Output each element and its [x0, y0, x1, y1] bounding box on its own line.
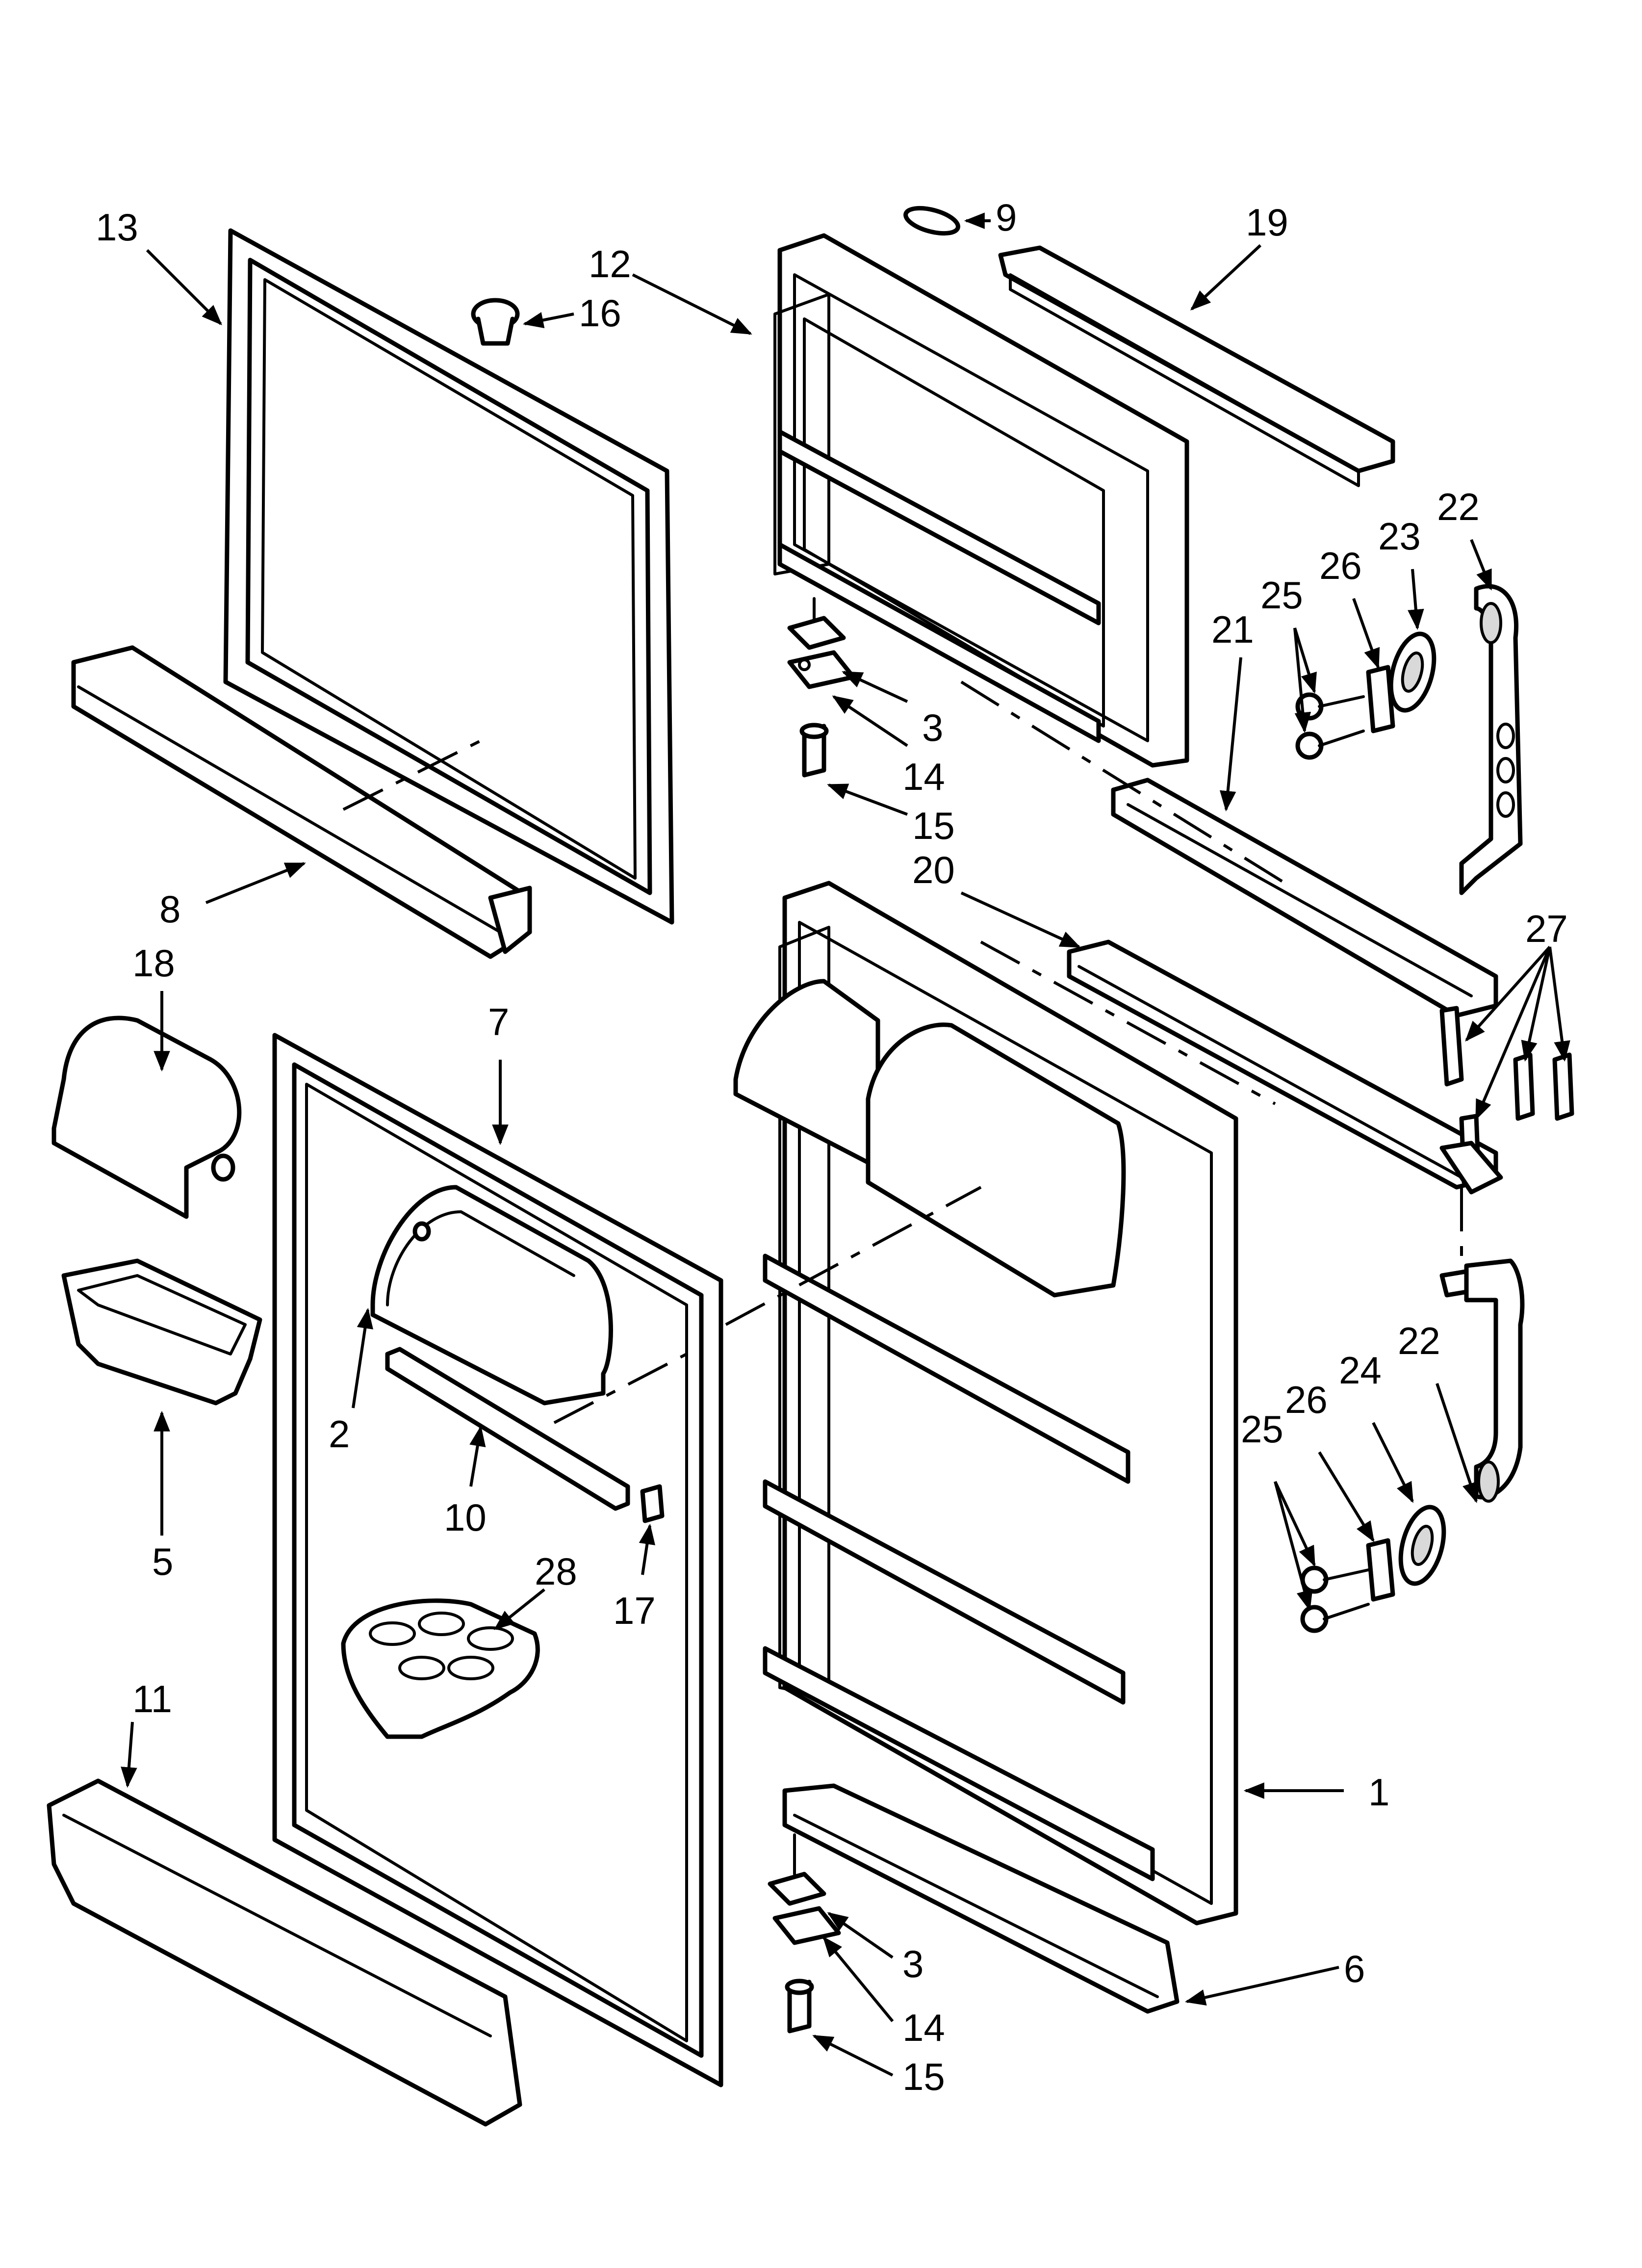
callout-2: 2 [329, 1412, 350, 1456]
part-15-lower-hinge-screw [785, 1979, 814, 2033]
callout-25-upper: 25 [1260, 574, 1303, 617]
part-28-egg-tray [341, 1598, 540, 1739]
part-6-bottom-door-trim [782, 1783, 1180, 2014]
callout-27: 27 [1525, 907, 1568, 950]
callout-7: 7 [488, 1000, 509, 1043]
part-11-door-bin [47, 1778, 522, 2127]
part-22-lower-handle [1464, 1258, 1525, 1503]
callout-9: 9 [996, 196, 1017, 239]
part-26-lower-clip [1366, 1538, 1395, 1602]
callout-25-lower: 25 [1241, 1408, 1283, 1451]
part-9-oval-plug [903, 206, 960, 236]
part-17-clip [640, 1484, 665, 1523]
part-10-trim-strip [385, 1347, 630, 1511]
callout-3-upper: 3 [922, 706, 943, 749]
part-22-upper-handle [1459, 584, 1523, 895]
callout-12: 12 [589, 242, 631, 286]
part-25-lower-screws [1300, 1565, 1370, 1633]
callout-3-lower: 3 [902, 1942, 924, 1985]
part-23-handle-cap [1388, 631, 1437, 713]
assembly-alignment-lines [342, 680, 1463, 1424]
callout-23: 23 [1378, 515, 1421, 558]
callout-labels: 13 16 12 9 19 22 23 26 25 21 3 14 15 20 … [96, 196, 1568, 2098]
part-25-upper-screws [1295, 692, 1365, 760]
part-15-upper-hinge-screw [799, 723, 829, 778]
callout-14-upper: 14 [902, 755, 945, 798]
callout-1: 1 [1368, 1771, 1389, 1814]
callout-16: 16 [579, 291, 621, 335]
part-3-lower-hinge-plate [768, 1833, 841, 1945]
part-24-handle-cap [1398, 1505, 1446, 1586]
callout-5: 5 [152, 1540, 173, 1583]
callout-28: 28 [535, 1550, 577, 1593]
callout-20: 20 [912, 848, 955, 891]
part-18-dairy-door [51, 1016, 242, 1219]
callout-13: 13 [96, 206, 138, 249]
callout-21: 21 [1211, 608, 1254, 651]
callout-11: 11 [132, 1677, 172, 1721]
part-13-freezer-gasket [223, 228, 674, 925]
callout-22-upper: 22 [1437, 485, 1480, 528]
callout-26-upper: 26 [1319, 544, 1362, 587]
part-3-upper-hinge-plate [787, 597, 856, 689]
callout-22-lower: 22 [1398, 1319, 1440, 1362]
callout-19: 19 [1246, 201, 1288, 244]
part-16-plug-button [471, 298, 520, 346]
part-1-fresh-food-door [733, 881, 1238, 1926]
callout-8: 8 [159, 887, 180, 931]
callout-10: 10 [444, 1496, 487, 1539]
part-12-freezer-door [773, 233, 1189, 768]
callout-leaders [121, 212, 1570, 2077]
part-26-upper-clip [1366, 665, 1395, 733]
part-5-door-bin [61, 1258, 262, 1406]
callout-15-lower: 15 [902, 2055, 945, 2098]
callout-26-lower: 26 [1285, 1378, 1328, 1421]
callout-18: 18 [132, 941, 175, 985]
callout-17: 17 [613, 1589, 656, 1632]
part-19-top-hinge-cover [998, 245, 1395, 487]
part-2-dairy-bin [370, 1185, 613, 1406]
part-8-freezer-shelf-bar [71, 645, 532, 959]
callout-6: 6 [1344, 1947, 1365, 1990]
callout-15-upper: 15 [912, 804, 955, 847]
callout-24: 24 [1339, 1349, 1382, 1392]
callout-14-lower: 14 [902, 2006, 945, 2049]
